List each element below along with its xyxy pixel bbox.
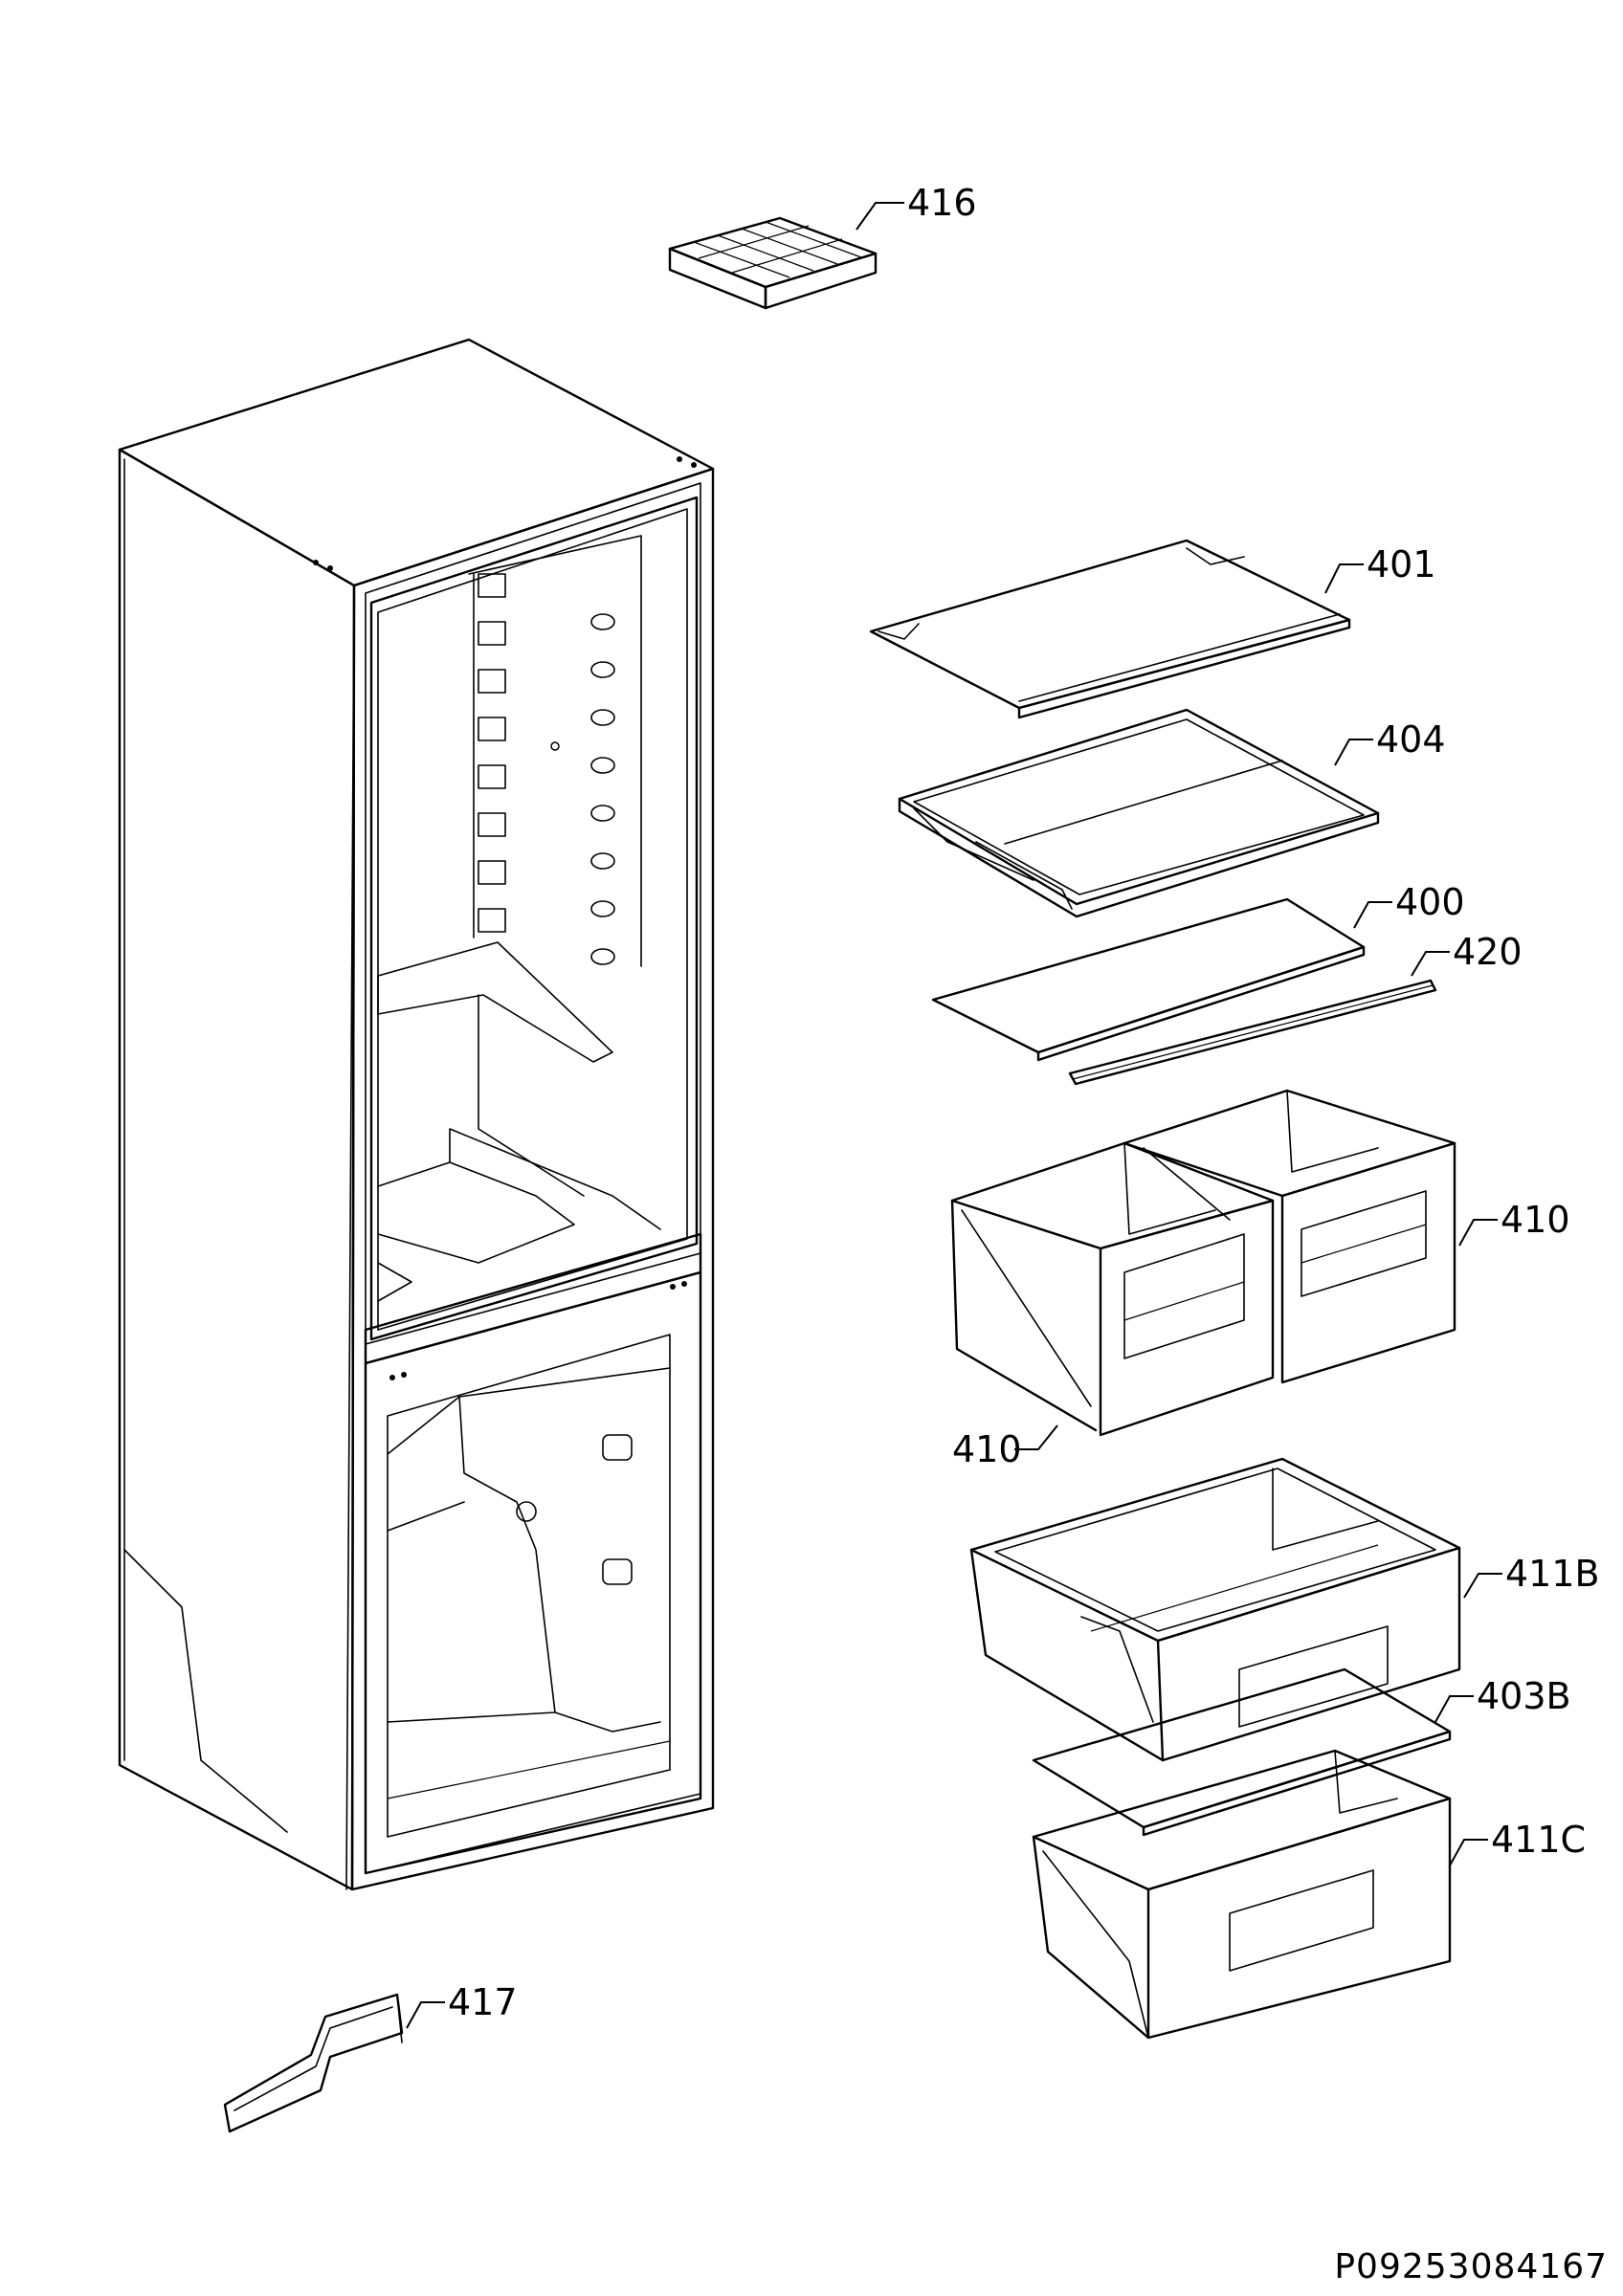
crisper-drawer-410-right bbox=[1123, 1089, 1456, 1384]
freezer-drawer-411C bbox=[1032, 1749, 1452, 2040]
callout-416: 416 bbox=[907, 182, 977, 224]
leader-lines bbox=[406, 202, 1502, 2029]
callout-411C: 411C bbox=[1491, 1819, 1586, 1861]
glass-plate-403B bbox=[1032, 1667, 1452, 1837]
callout-420: 420 bbox=[1453, 931, 1523, 973]
callout-411B: 411B bbox=[1505, 1553, 1600, 1595]
callout-403B: 403B bbox=[1477, 1675, 1571, 1717]
framed-shelf-404 bbox=[898, 708, 1380, 918]
document-number: P09253084167 bbox=[1334, 2247, 1608, 2286]
part-callouts: 416 401 404 400 420 410 410 411B 403B 41… bbox=[448, 182, 1600, 2023]
freezer-drawer-411B bbox=[969, 1457, 1461, 1762]
callout-401: 401 bbox=[1367, 543, 1436, 585]
callout-410-left: 410 bbox=[952, 1428, 1022, 1470]
glass-plate-400 bbox=[931, 897, 1366, 1062]
callout-400: 400 bbox=[1395, 881, 1465, 923]
glass-shelf-401 bbox=[869, 539, 1351, 719]
crisper-drawer-410-left bbox=[950, 1141, 1275, 1437]
callout-417: 417 bbox=[448, 1981, 518, 2023]
ice-scoop-417 bbox=[223, 1993, 404, 2133]
strip-420 bbox=[1068, 979, 1437, 1086]
callout-404: 404 bbox=[1376, 718, 1446, 761]
fridge-cabinet bbox=[118, 338, 715, 1891]
ice-tray-416 bbox=[668, 216, 878, 310]
callout-410-right: 410 bbox=[1501, 1199, 1570, 1241]
